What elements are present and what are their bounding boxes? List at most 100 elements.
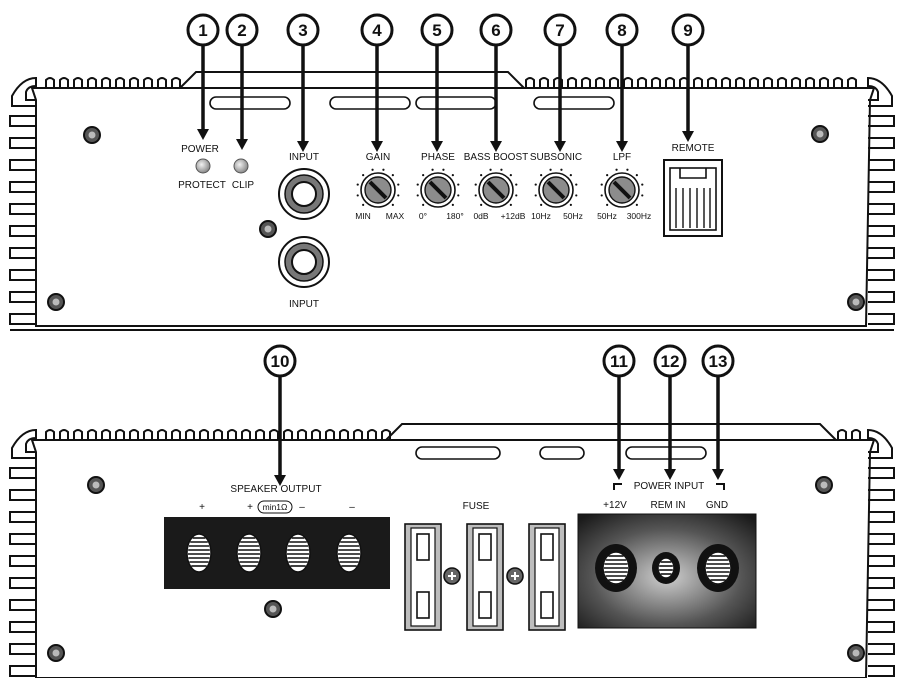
arrowhead-icon xyxy=(297,141,309,152)
callout-circle xyxy=(479,13,513,47)
knob-max-label: 300Hz xyxy=(627,211,652,221)
fuse-screw-icon xyxy=(506,567,524,585)
input-bottom-label: INPUT xyxy=(289,299,319,310)
knob-tick xyxy=(474,194,477,197)
callout-number: 8 xyxy=(617,21,626,40)
arrowhead-icon xyxy=(236,139,248,150)
knob-tick xyxy=(362,203,365,206)
knob-tick xyxy=(416,183,419,186)
knob-max-label: 180° xyxy=(446,211,464,221)
fuse-holder-icon[interactable] xyxy=(528,523,566,631)
fuse-holder-icon[interactable] xyxy=(404,523,442,631)
speaker-terminals xyxy=(186,533,362,573)
callout-11: 11 xyxy=(602,344,636,480)
knob-min-label: 0dB xyxy=(473,211,488,221)
callout-6: 6 xyxy=(479,13,513,152)
rca-input-jack-icon[interactable] xyxy=(278,168,330,220)
callout-7: 7 xyxy=(543,13,577,152)
callout-number: 2 xyxy=(237,21,246,40)
knob-min-label: 0° xyxy=(419,211,427,221)
speaker-terminal-icon[interactable] xyxy=(236,533,262,573)
screw-icon xyxy=(259,220,277,238)
vent-slot xyxy=(209,96,291,110)
screw-icon xyxy=(47,644,65,662)
arrowhead-icon xyxy=(371,141,383,152)
knob-name-label: SUBSONIC xyxy=(530,152,582,163)
speaker-minus-label: – xyxy=(349,502,355,513)
heatsink-fins-top xyxy=(44,77,860,89)
knob-tick xyxy=(509,174,512,177)
power-led-icon xyxy=(195,158,211,174)
knob-tick xyxy=(391,174,394,177)
callout-number: 12 xyxy=(661,352,680,371)
power-12v-terminal-icon[interactable] xyxy=(595,544,637,592)
callout-2: 2 xyxy=(225,13,259,150)
callout-circle xyxy=(701,344,735,378)
knob-tick xyxy=(534,194,537,197)
vent-slot xyxy=(625,446,707,460)
vent-slot xyxy=(533,96,615,110)
knob-pointer xyxy=(486,180,506,200)
knob-tick xyxy=(549,168,552,171)
screw-icon xyxy=(83,126,101,144)
min-ohm-badge xyxy=(257,500,293,514)
remote-port-icon[interactable] xyxy=(663,159,723,237)
rear-raised-plate xyxy=(385,423,837,441)
speaker-output-label: SPEAKER OUTPUT xyxy=(230,484,321,495)
speaker-terminal-icon[interactable] xyxy=(285,533,311,573)
callout-circle xyxy=(671,13,705,47)
fuse-holder-icon[interactable] xyxy=(466,523,504,631)
knob-tick xyxy=(515,194,518,197)
knob-tick xyxy=(606,174,609,177)
callout-number: 4 xyxy=(372,21,382,40)
rca-input-jack-icon[interactable] xyxy=(278,236,330,288)
gnd-terminal-icon[interactable] xyxy=(697,544,739,592)
knob-tick xyxy=(416,194,419,197)
callout-number: 5 xyxy=(432,21,441,40)
rem-in-terminal-icon[interactable] xyxy=(652,552,680,584)
knob-subsonic[interactable]: SUBSONIC 10Hz 50Hz xyxy=(530,152,583,221)
knob-gain[interactable]: GAIN MIN MAX xyxy=(355,152,404,221)
knob-tick xyxy=(540,174,543,177)
knob-min-label: MIN xyxy=(355,211,371,221)
knob-tick xyxy=(356,194,359,197)
knob-max-label: 50Hz xyxy=(563,211,583,221)
knob-tick xyxy=(431,168,434,171)
knob-tick xyxy=(442,168,445,171)
callout-number: 1 xyxy=(198,21,207,40)
speaker-minus-label: – xyxy=(299,502,305,513)
knob-tick xyxy=(474,183,477,186)
knob-max-label: MAX xyxy=(386,211,405,221)
knob-tick xyxy=(371,168,374,171)
screw-icon xyxy=(811,125,829,143)
arrowhead-icon xyxy=(682,131,694,142)
speaker-terminal-icon[interactable] xyxy=(336,533,362,573)
callout-5: 5 xyxy=(420,13,454,152)
callout-9: 9 xyxy=(671,13,705,142)
screw-icon xyxy=(847,293,865,311)
callout-number: 11 xyxy=(610,352,628,371)
knob-tick xyxy=(362,174,365,177)
speaker-terminal-icon[interactable] xyxy=(186,533,212,573)
side-fins-right xyxy=(867,428,895,677)
knob-name-label: LPF xyxy=(613,152,631,163)
knob-phase[interactable]: PHASE 0° 180° xyxy=(416,152,464,221)
knob-tick xyxy=(575,183,578,186)
knob-name-label: PHASE xyxy=(421,152,455,163)
knob-name-label: GAIN xyxy=(366,152,390,163)
knob-tick xyxy=(635,203,638,206)
arrowhead-icon xyxy=(197,129,209,140)
knob-tick xyxy=(489,168,492,171)
knob-tick xyxy=(515,183,518,186)
callout-circle xyxy=(225,13,259,47)
vent-slot xyxy=(415,446,501,460)
knob-tick xyxy=(600,194,603,197)
knob-min-label: 10Hz xyxy=(531,211,551,221)
callout-10: 10 xyxy=(263,344,297,486)
power-input-label: POWER INPUT xyxy=(634,481,705,492)
side-fins-left xyxy=(9,428,37,677)
control-knobs: GAIN MIN MAX PHASE 0° 180°BASS BOOST0dB+12dBS… xyxy=(355,152,651,221)
